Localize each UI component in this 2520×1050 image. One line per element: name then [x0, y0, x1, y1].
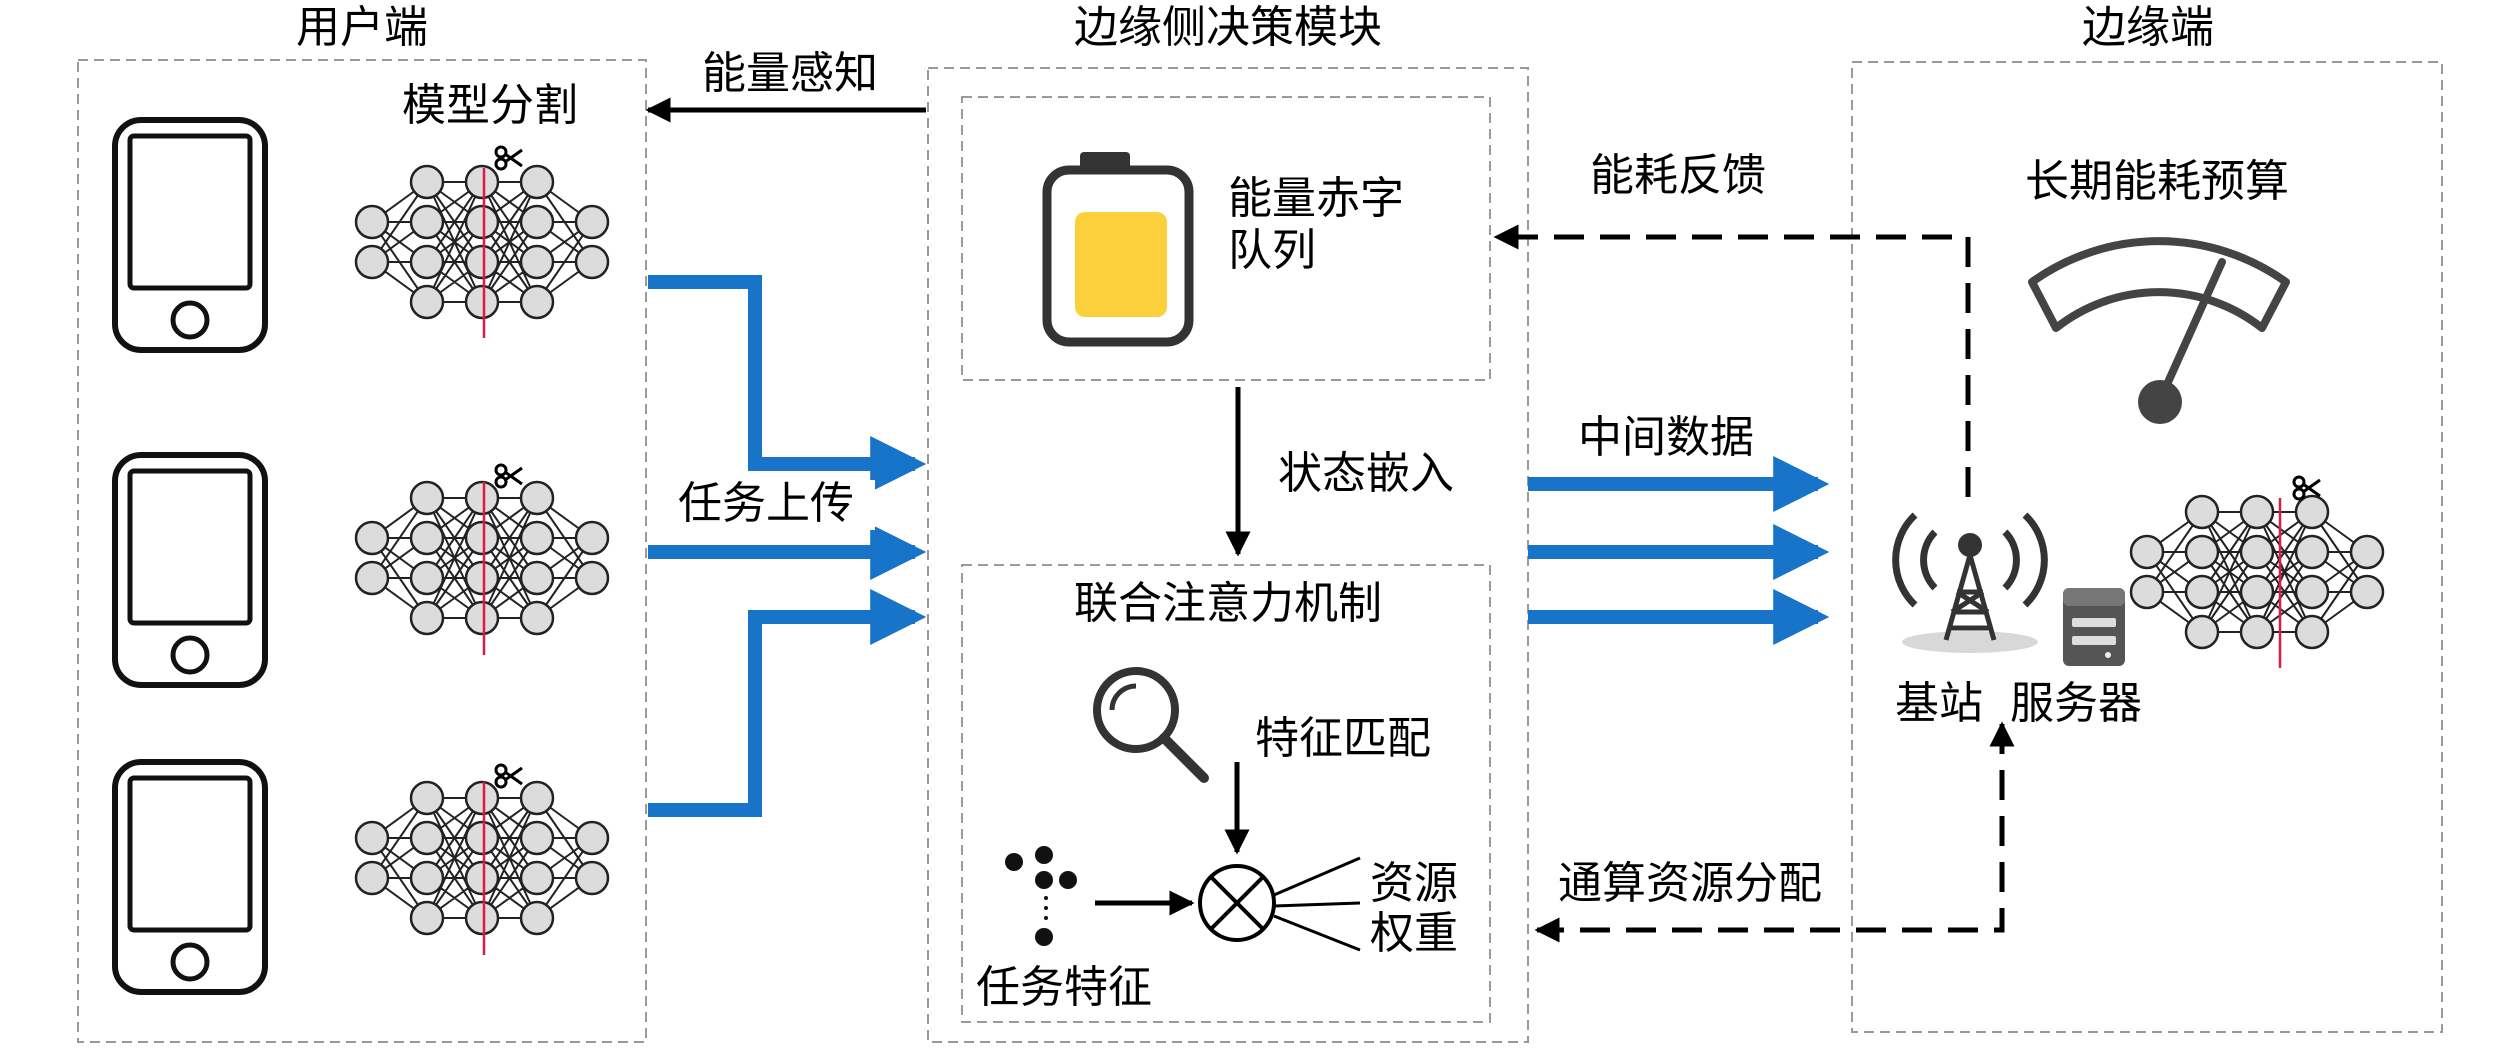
magnifier-icon — [1093, 667, 1209, 783]
long-term-budget-label: 长期能耗预算 — [2025, 156, 2289, 207]
decision-module-title: 边缘侧决策模块 — [1074, 2, 1382, 53]
energy-sense-label: 能量感知 — [702, 48, 878, 99]
smartphone-icon — [115, 762, 265, 992]
state-embed-label: 状态嵌入 — [1278, 448, 1454, 499]
intermediate-data-label: 中间数据 — [1578, 412, 1754, 463]
energy-deficit-box — [961, 96, 1491, 381]
attention-box — [961, 564, 1491, 1023]
model-split-label: 模型分割 — [402, 80, 578, 131]
edge-side-title: 边缘端 — [2082, 2, 2214, 53]
scissors-icon — [494, 463, 524, 489]
scissors-icon — [494, 763, 524, 789]
server-label: 服务器 — [2010, 678, 2142, 729]
antenna-tower-icon — [1892, 512, 2048, 653]
base-station-label: 基站 — [1895, 678, 1983, 729]
circled-times-icon — [1198, 864, 1276, 942]
user-side-box — [77, 59, 647, 1043]
smartphone-icon — [115, 120, 265, 350]
resource-alloc-arrow — [1534, 724, 2005, 943]
task-upload-label: 任务上传 — [678, 478, 854, 529]
resource-weight-rays — [1273, 856, 1361, 952]
feature-match-label: 特征匹配 — [1255, 713, 1431, 764]
neural-network-icon — [354, 780, 610, 936]
energy-deficit-label-line1: 能量赤字 — [1228, 173, 1404, 224]
server-icon — [2063, 588, 2125, 666]
task-feature-dots-icon — [1005, 846, 1077, 946]
resource-weight-label-line1: 资源 — [1370, 858, 1458, 909]
edge-side-box — [1851, 61, 2443, 1033]
scissors-icon — [494, 145, 524, 171]
task-feature-label: 任务特征 — [976, 962, 1152, 1013]
intermediate-data-arrows — [1528, 456, 1830, 645]
user-side-title: 用户端 — [296, 2, 428, 53]
energy-deficit-label-line2: 队列 — [1228, 225, 1316, 276]
joint-attention-title: 联合注意力机制 — [1074, 578, 1382, 629]
neural-network-icon — [2129, 494, 2385, 650]
smartphone-icon — [115, 455, 265, 685]
resource-alloc-label: 通算资源分配 — [1558, 858, 1822, 909]
energy-feedback-label: 能耗反馈 — [1590, 150, 1766, 201]
neural-network-icon — [354, 164, 610, 320]
task-upload-label-bg — [660, 480, 875, 530]
decision-module-box — [927, 67, 1529, 1043]
energy-feedback-arrow — [1493, 224, 1971, 497]
battery-icon — [1042, 152, 1194, 347]
task-upload-arrows — [648, 275, 927, 817]
gauge-icon — [2028, 237, 2290, 424]
resource-weight-label-line2: 权重 — [1370, 908, 1458, 959]
neural-network-icon — [354, 480, 610, 636]
